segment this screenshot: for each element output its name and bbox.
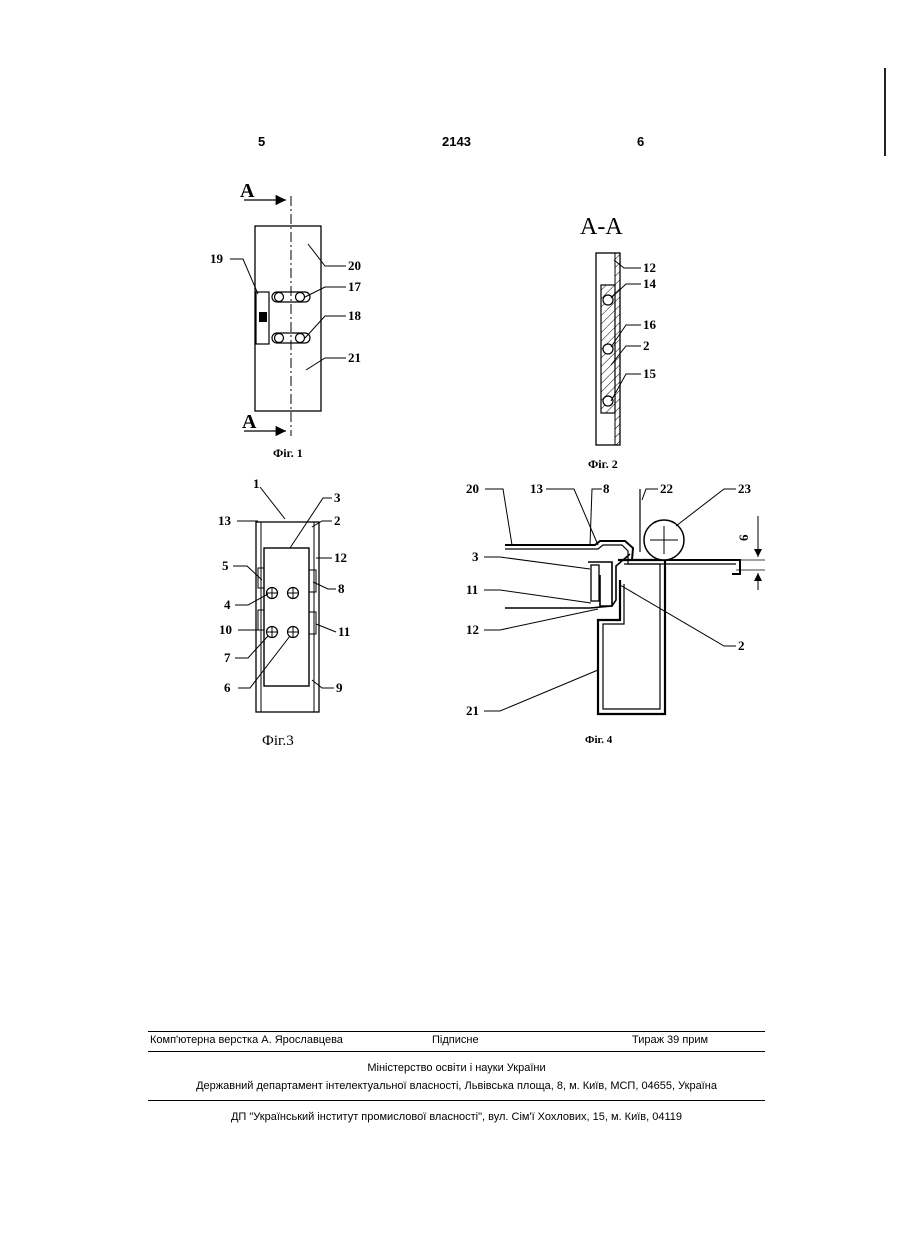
- fig1-caption: Фіг. 1: [273, 446, 303, 460]
- fig4-label-8: 8: [603, 481, 610, 496]
- fig4-label-2: 2: [738, 638, 745, 653]
- fig4-label-21: 21: [466, 703, 479, 718]
- fig3-label-11: 11: [338, 624, 350, 639]
- fig3-label-3: 3: [334, 490, 341, 505]
- fig3-label-7: 7: [224, 650, 231, 665]
- fig4-label-11: 11: [466, 582, 478, 597]
- fig3-label-5: 5: [222, 558, 229, 573]
- technical-drawings: A A 19 20 17 18 21 Фіг. 1 А-А: [0, 0, 900, 800]
- footer-circulation: Тираж 39 прим: [632, 1034, 708, 1046]
- fig3-caption: Фіг.3: [262, 733, 294, 749]
- fig3-plate: [264, 548, 309, 686]
- fig1-label-19: 19: [210, 251, 224, 266]
- footer-rule-top: [148, 1031, 765, 1032]
- figure-2: А-А 12 14 16 2 15 Фіг. 2: [580, 214, 657, 471]
- fig1-label-21: 21: [348, 350, 361, 365]
- fig2-label-12: 12: [643, 260, 656, 275]
- fig4-label-20: 20: [466, 481, 479, 496]
- fig3-label-2: 2: [334, 513, 341, 528]
- figure-4: 20 13 8 22 23 3 11 12 2 21 6 Фіг. 4: [466, 481, 765, 746]
- figure-3: 1 3 13 2 12 5 8 4 10 11 7 6 9 Фіг.3: [218, 476, 350, 749]
- fig1-label-18: 18: [348, 308, 362, 323]
- fig2-bolt: [603, 295, 613, 305]
- footer-ministry: Міністерство освіти і науки України: [148, 1062, 765, 1074]
- fig1-bolt: [296, 293, 305, 302]
- fig3-label-10: 10: [219, 622, 232, 637]
- fig1-bolt: [275, 293, 284, 302]
- fig3-label-9: 9: [336, 680, 343, 695]
- figure-1: A A 19 20 17 18 21 Фіг. 1: [210, 180, 362, 460]
- fig4-label-13: 13: [530, 481, 544, 496]
- fig1-label-17: 17: [348, 279, 362, 294]
- fig4-label-22: 22: [660, 481, 673, 496]
- fig3-label-6: 6: [224, 680, 231, 695]
- fig2-label-2: 2: [643, 338, 650, 353]
- fig1-plate-knob: [259, 312, 267, 322]
- fig3-label-4: 4: [224, 597, 231, 612]
- fig4-caption: Фіг. 4: [585, 734, 613, 746]
- section-arrow-bottom-label: A: [242, 411, 257, 433]
- fig4-dimension-6: 6: [736, 534, 751, 541]
- fig3-label-13: 13: [218, 513, 232, 528]
- fig1-label-20: 20: [348, 258, 361, 273]
- fig1-bolt: [296, 334, 305, 343]
- fig4-lower-panel: [598, 560, 665, 714]
- fig3-label-1: 1: [253, 476, 260, 491]
- footer-subscription: Підписне: [432, 1034, 479, 1046]
- fig3-label-12: 12: [334, 550, 347, 565]
- footer-institute: ДП "Український інститут промислової вла…: [148, 1111, 765, 1123]
- fig2-caption: Фіг. 2: [588, 457, 618, 471]
- fig4-label-12: 12: [466, 622, 479, 637]
- footer-department: Державний департамент інтелектуальної вл…: [148, 1080, 765, 1092]
- footer-rule-middle: [148, 1051, 765, 1052]
- fig4-label-23: 23: [738, 481, 752, 496]
- section-title: А-А: [580, 214, 623, 240]
- fig2-label-14: 14: [643, 276, 657, 291]
- fig2-wall: [615, 253, 620, 445]
- section-arrow-top-label: A: [240, 180, 255, 202]
- fig4-label-3: 3: [472, 549, 479, 564]
- fig2-label-15: 15: [643, 366, 657, 381]
- fig4-insert-3: [591, 565, 599, 601]
- fig2-label-16: 16: [643, 317, 657, 332]
- fig3-label-8: 8: [338, 581, 345, 596]
- footer-rule-bottom: [148, 1100, 765, 1101]
- fig1-bolt: [275, 334, 284, 343]
- footer-typesetter: Комп'ютерна верстка А. Ярославцева: [150, 1034, 343, 1046]
